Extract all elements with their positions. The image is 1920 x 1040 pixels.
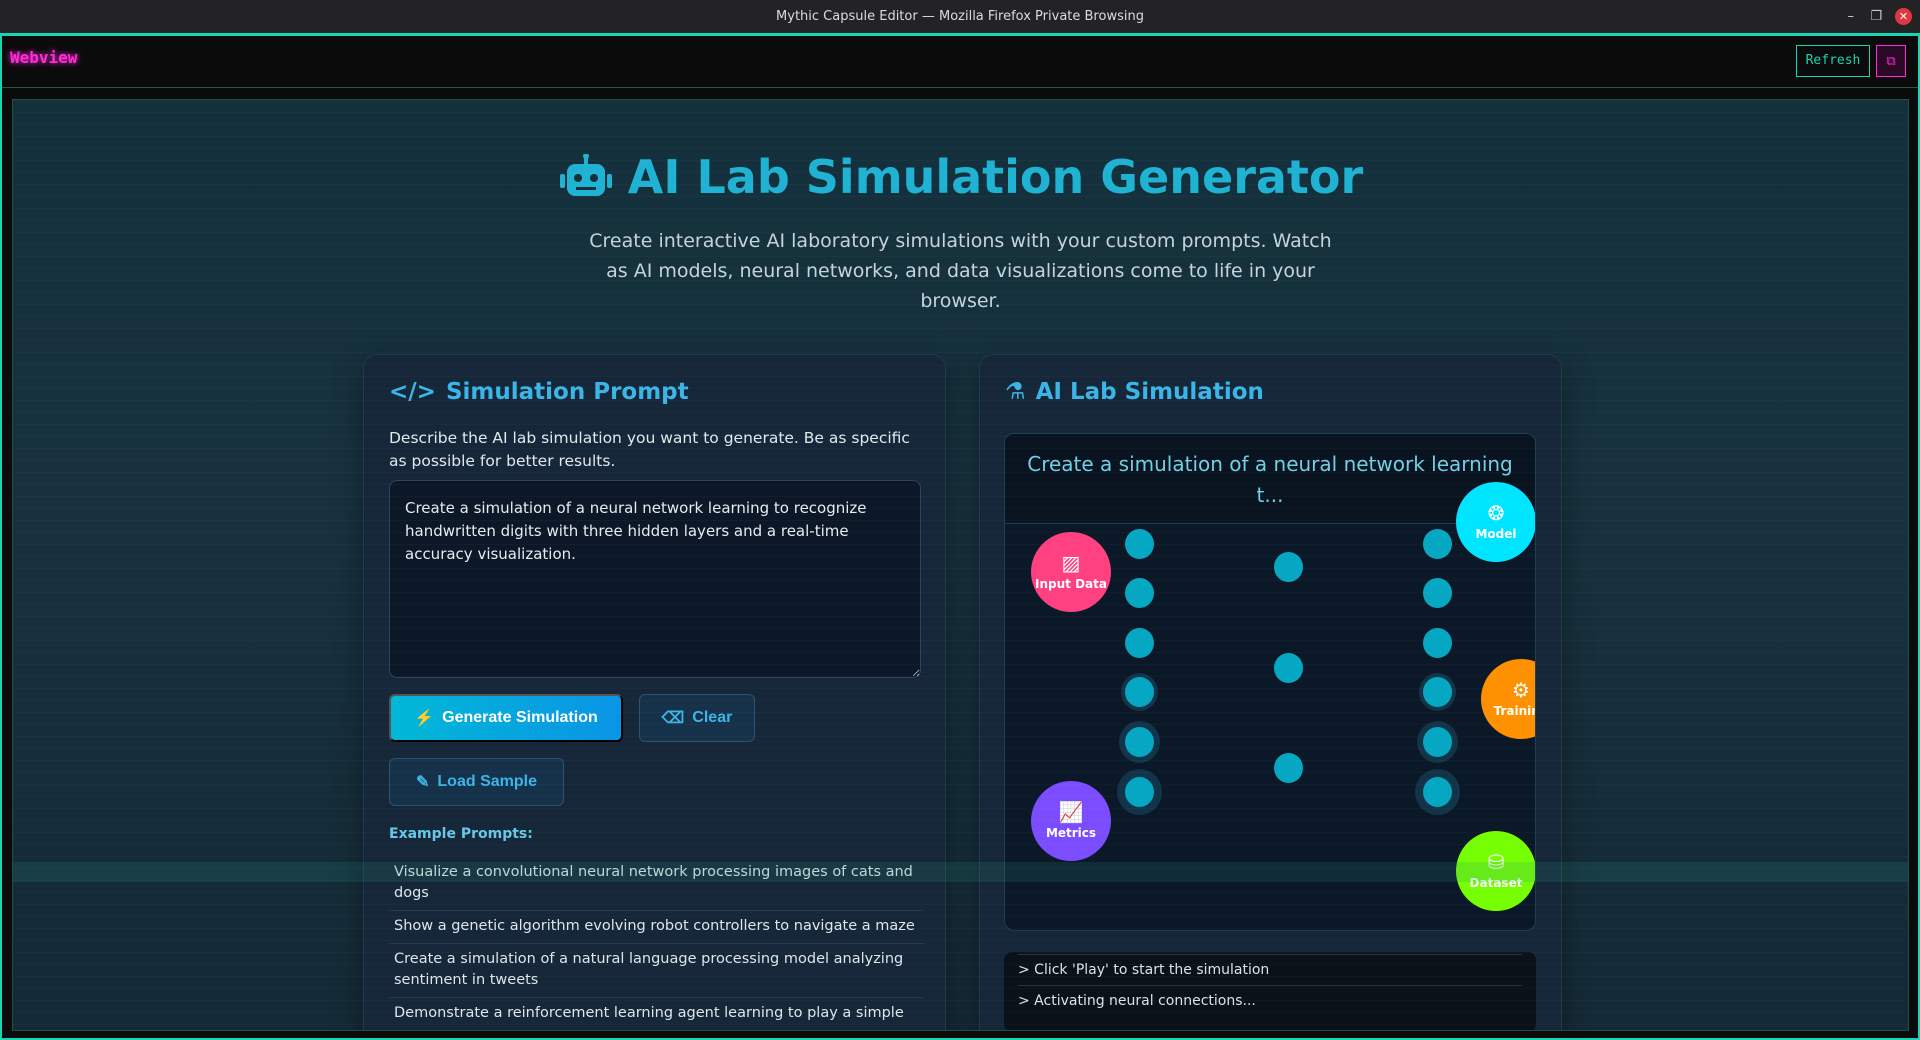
webview-toolbar: Webview Refresh ⧉ bbox=[2, 36, 1918, 88]
database-icon: ⛁ bbox=[1487, 850, 1505, 874]
prompt-description: Describe the AI lab simulation you want … bbox=[389, 429, 910, 470]
examples-list: Visualize a convolutional neural network… bbox=[389, 857, 924, 1030]
simulation-log: > Click 'Play' to start the simulation >… bbox=[1004, 952, 1536, 1030]
example-prompt[interactable]: Visualize a convolutional neural network… bbox=[389, 857, 924, 911]
robot-icon bbox=[559, 154, 612, 196]
load-sample-label: Load Sample bbox=[437, 773, 537, 790]
neuron bbox=[1125, 529, 1154, 559]
minimize-icon[interactable]: – bbox=[1847, 9, 1855, 24]
example-prompt[interactable]: Show a genetic algorithm evolving robot … bbox=[389, 911, 924, 944]
node-training[interactable]: ⚙ Training bbox=[1481, 659, 1535, 739]
neuron bbox=[1125, 578, 1154, 608]
neuron bbox=[1125, 777, 1154, 807]
neuron bbox=[1274, 552, 1303, 582]
page-title: AI Lab Simulation Generator bbox=[558, 150, 1363, 204]
generate-simulation-button[interactable]: ⚡ Generate Simulation bbox=[389, 694, 623, 742]
brain-icon: ❂ bbox=[1487, 501, 1505, 525]
load-sample-button[interactable]: ✎ Load Sample bbox=[389, 758, 564, 806]
example-prompt[interactable]: Create a simulation of a natural languag… bbox=[389, 944, 924, 998]
simulation-canvas[interactable]: Create a simulation of a neural network … bbox=[1004, 433, 1536, 931]
generate-label: Generate Simulation bbox=[442, 709, 598, 726]
node-metrics[interactable]: 📈 Metrics bbox=[1031, 781, 1111, 861]
flask-icon: ⚗ bbox=[1005, 379, 1026, 405]
code-icon: </> bbox=[389, 379, 436, 405]
node-label: Training bbox=[1493, 704, 1535, 718]
popout-icon[interactable]: ⧉ bbox=[1876, 45, 1906, 77]
node-input-data[interactable]: ▨ Input Data bbox=[1031, 532, 1111, 612]
clear-button[interactable]: ⌫ Clear bbox=[639, 694, 755, 742]
neuron bbox=[1125, 677, 1154, 707]
neuron bbox=[1423, 529, 1452, 559]
neuron bbox=[1423, 727, 1452, 757]
prompt-card-title: Simulation Prompt bbox=[445, 379, 689, 405]
simulation-card-title: AI Lab Simulation bbox=[1035, 379, 1264, 405]
simulation-card-heading: ⚗ AI Lab Simulation bbox=[1005, 379, 1264, 405]
examples-heading: Example Prompts: bbox=[389, 826, 533, 842]
hero: AI Lab Simulation Generator Create inter… bbox=[13, 150, 1908, 316]
maximize-icon[interactable]: ❐ bbox=[1870, 9, 1882, 24]
node-label: Metrics bbox=[1045, 826, 1097, 840]
log-line: > Activating neural connections... bbox=[1018, 985, 1522, 1016]
chart-line-icon: 📈 bbox=[1058, 800, 1084, 824]
page-content: AI Lab Simulation Generator Create inter… bbox=[12, 99, 1909, 1031]
node-dataset[interactable]: ⛁ Dataset bbox=[1456, 831, 1535, 911]
log-line: > Click 'Play' to start the simulation bbox=[1018, 954, 1522, 985]
refresh-button[interactable]: Refresh bbox=[1796, 45, 1870, 77]
page-subtitle: Create interactive AI laboratory simulat… bbox=[589, 230, 1332, 312]
image-icon: ▨ bbox=[1061, 551, 1081, 575]
page-title-text: AI Lab Simulation Generator bbox=[627, 150, 1364, 204]
node-model[interactable]: ❂ Model bbox=[1456, 482, 1535, 562]
node-label: Dataset bbox=[1469, 876, 1523, 890]
clear-label: Clear bbox=[692, 709, 733, 726]
neuron bbox=[1125, 628, 1154, 658]
scanline-band bbox=[13, 862, 1908, 882]
close-icon[interactable]: ✕ bbox=[1895, 8, 1912, 25]
pencil-icon: ✎ bbox=[416, 774, 430, 791]
neuron bbox=[1274, 653, 1303, 683]
prompt-card-heading: </> Simulation Prompt bbox=[389, 379, 689, 405]
node-label: Input Data bbox=[1035, 577, 1107, 591]
gears-icon: ⚙ bbox=[1512, 678, 1530, 702]
window-title: Mythic Capsule Editor — Mozilla Firefox … bbox=[776, 9, 1144, 24]
bolt-icon: ⚡ bbox=[414, 710, 435, 727]
prompt-textarea[interactable]: Create a simulation of a neural network … bbox=[389, 480, 921, 678]
simulation-title: Create a simulation of a neural network … bbox=[1005, 434, 1535, 524]
example-prompt[interactable]: Demonstrate a reinforcement learning age… bbox=[389, 998, 924, 1030]
simulation-card: ⚗ AI Lab Simulation Create a simulation o… bbox=[979, 354, 1562, 1030]
webview-title: Webview bbox=[10, 48, 78, 67]
neuron bbox=[1423, 628, 1452, 658]
neuron bbox=[1423, 677, 1452, 707]
neuron bbox=[1423, 578, 1452, 608]
neuron bbox=[1125, 727, 1154, 757]
node-label: Model bbox=[1475, 527, 1517, 541]
window-titlebar: Mythic Capsule Editor — Mozilla Firefox … bbox=[0, 0, 1920, 33]
neuron bbox=[1274, 753, 1303, 783]
eraser-icon: ⌫ bbox=[661, 710, 685, 727]
neuron bbox=[1423, 777, 1452, 807]
webview-frame: Webview Refresh ⧉ AI Lab Simulation Gene… bbox=[0, 33, 1920, 1040]
prompt-card: </> Simulation Prompt Describe the AI lab… bbox=[363, 354, 946, 1030]
